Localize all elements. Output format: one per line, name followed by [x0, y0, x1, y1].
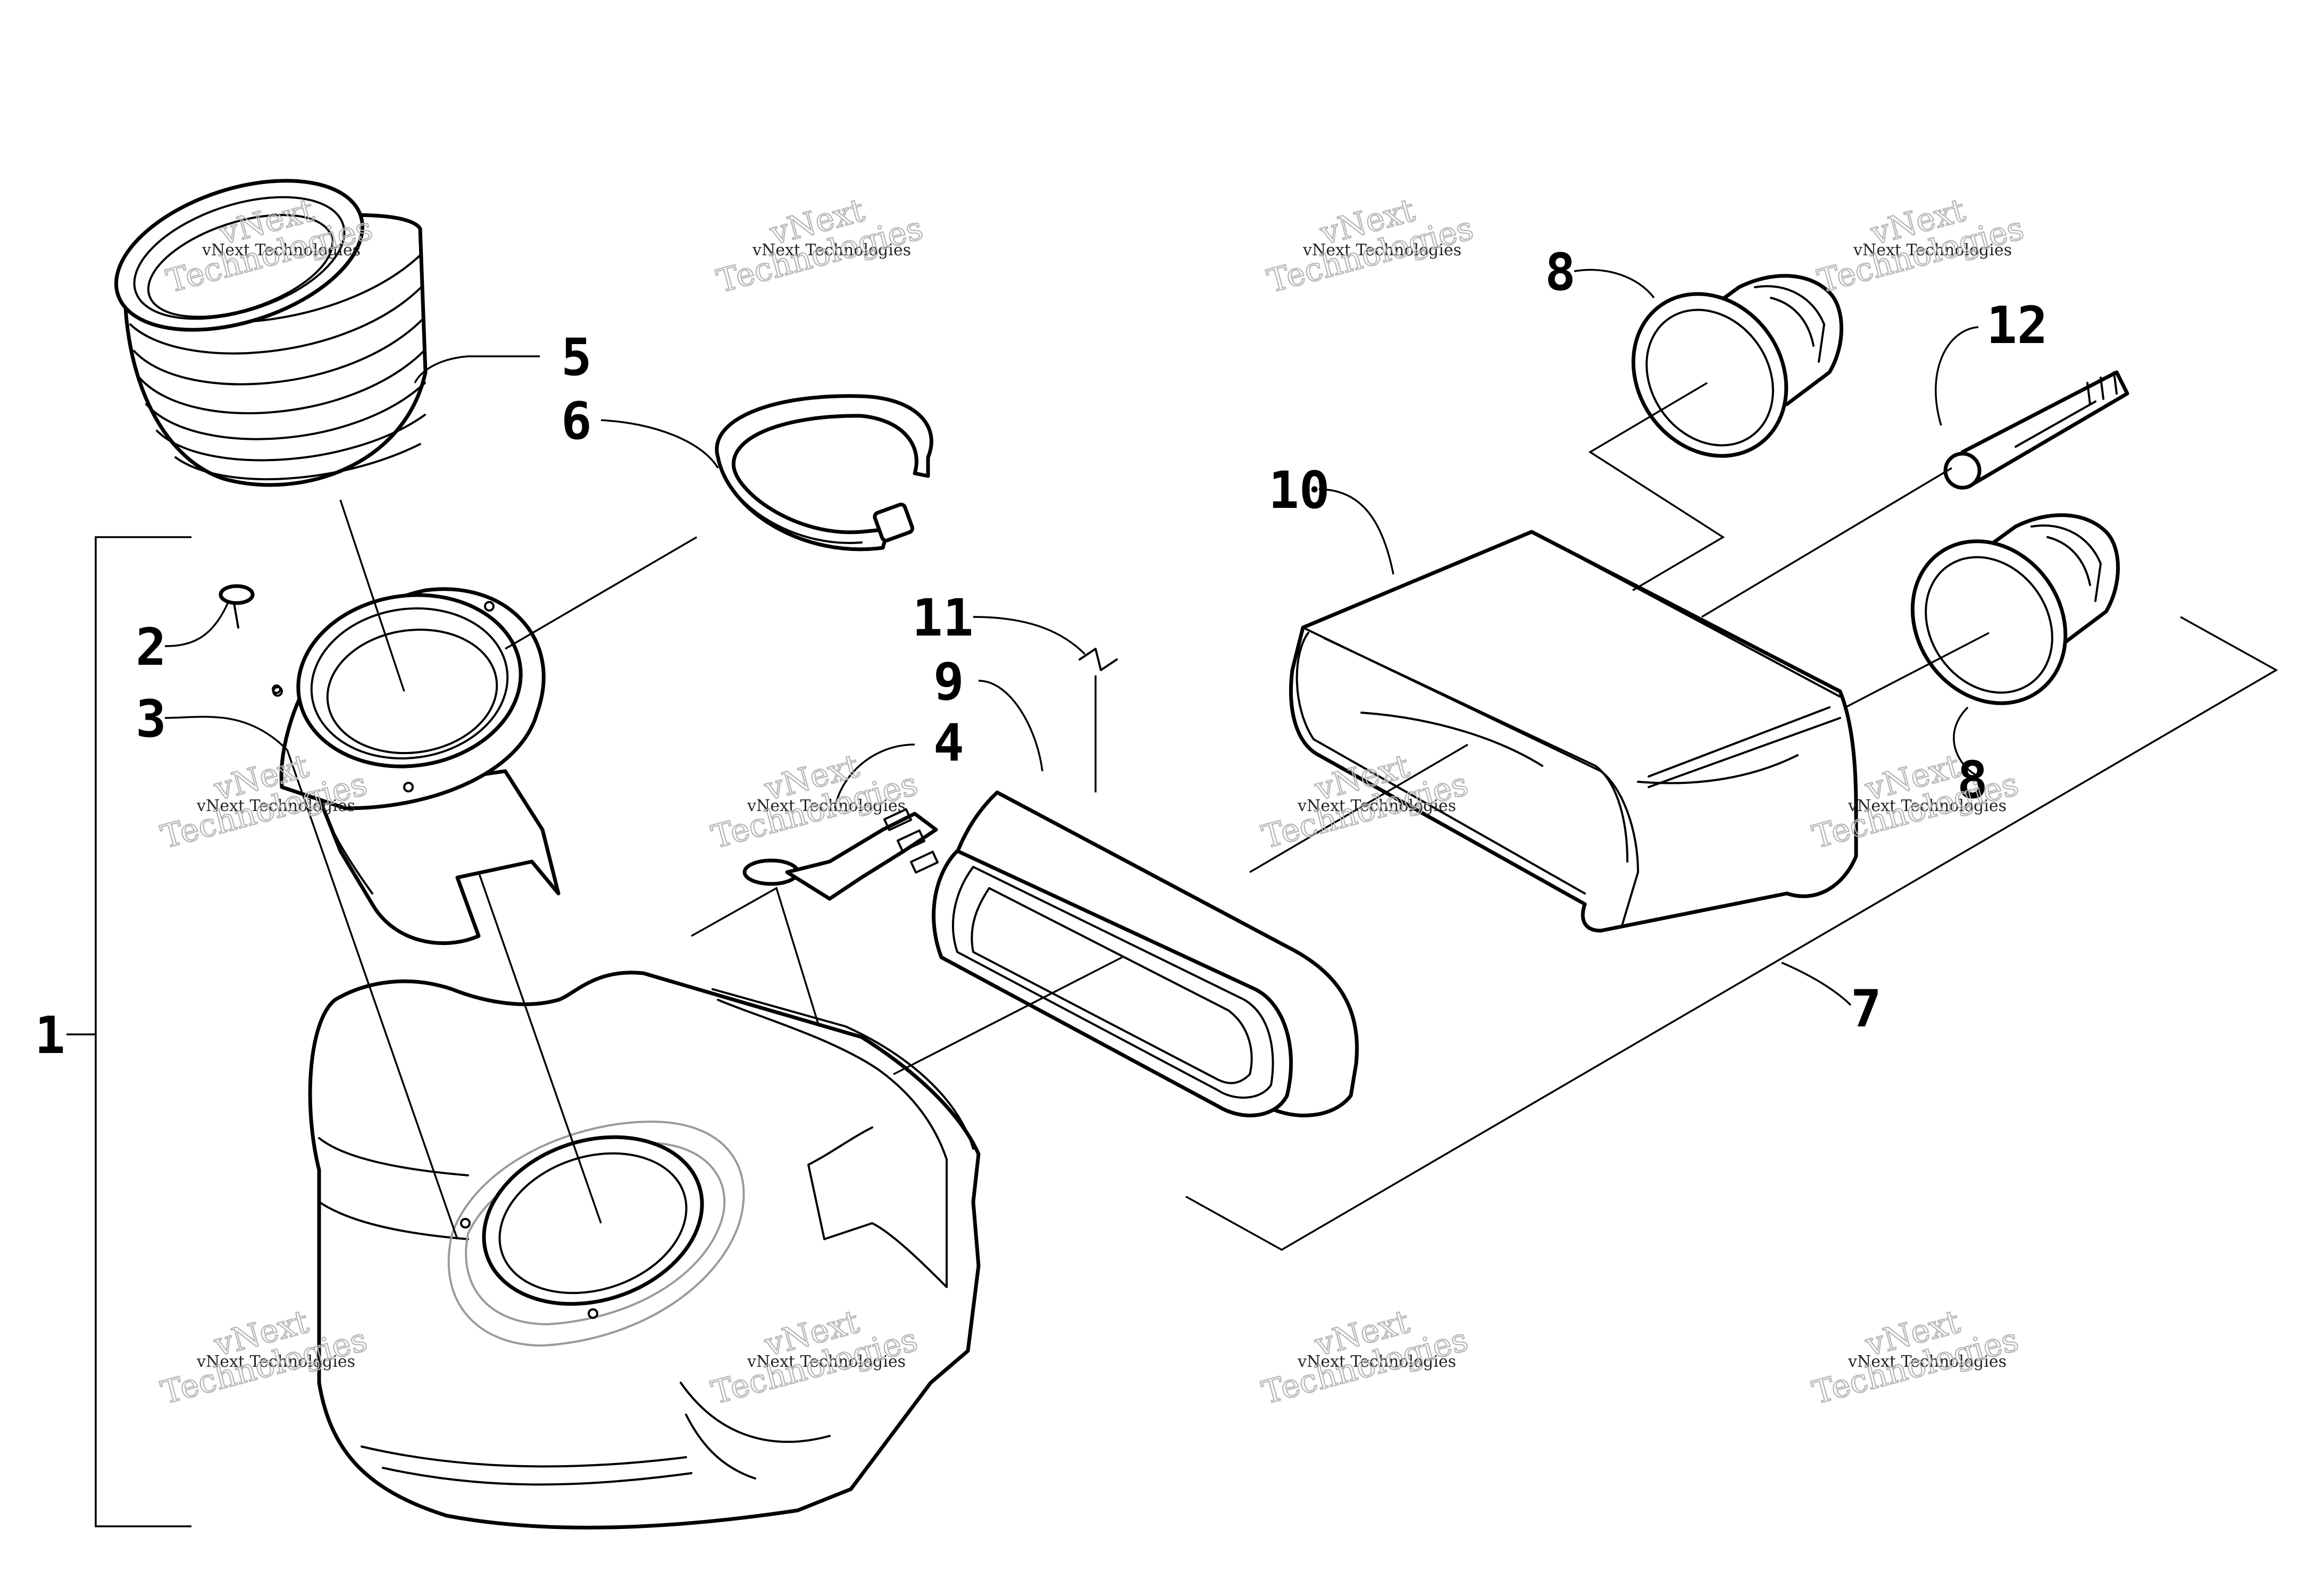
label-tag [1943, 370, 2129, 490]
callout-12: 12 [1986, 296, 2048, 355]
callout-4: 4 [933, 713, 964, 773]
callout-10: 10 [1268, 461, 1330, 520]
callout-labels: 1 2 3 4 5 6 7 8 8 9 10 11 12 [35, 243, 2048, 1065]
air-filter [932, 790, 1359, 1117]
svg-text:vNext Technologies: vNext Technologies [747, 1352, 906, 1371]
watermark: vNext Technologies vNext Technologies [1808, 1302, 2023, 1412]
watermark: vNext Technologies vNext Technologies [1814, 191, 2028, 300]
svg-text:vNext Technologies: vNext Technologies [202, 241, 361, 260]
svg-text:vNext Technologies: vNext Technologies [1297, 797, 1456, 815]
watermark: vNext Technologies vNext Technologies [1263, 191, 1478, 300]
hose-clip [742, 808, 939, 901]
callout-5: 5 [561, 328, 592, 387]
spring-clip [1079, 648, 1118, 671]
svg-text:vNext Technologies: vNext Technologies [1853, 241, 2012, 260]
svg-text:vNext Technologies: vNext Technologies [752, 241, 911, 260]
callout-6: 6 [561, 391, 592, 451]
band-clamp [715, 394, 933, 552]
callout-9: 9 [933, 652, 964, 712]
callout-7: 7 [1851, 979, 1882, 1039]
callout-3: 3 [136, 689, 166, 749]
svg-text:vNext Technologies: vNext Technologies [1848, 1352, 2007, 1371]
callout-1: 1 [35, 1006, 65, 1065]
duct-plug-upper [1631, 274, 1843, 458]
svg-text:vNext Technologies: vNext Technologies [1297, 1352, 1456, 1371]
svg-text:vNext Technologies: vNext Technologies [1302, 241, 1461, 260]
intake-duct [1289, 530, 1858, 933]
watermark: vNext Technologies vNext Technologies [1258, 1302, 1473, 1412]
callout-8-upper: 8 [1545, 243, 1576, 302]
push-rivet [219, 584, 281, 694]
leader-lines [66, 269, 2278, 1527]
callout-8-lower: 8 [1957, 750, 1988, 810]
svg-text:vNext Technologies: vNext Technologies [196, 1352, 355, 1371]
svg-text:vNext Technologies: vNext Technologies [196, 797, 355, 815]
callout-11: 11 [912, 588, 974, 648]
callout-2: 2 [136, 617, 166, 677]
airbox-housing [308, 971, 981, 1530]
adapter-housing [272, 587, 561, 945]
bellows-boot [114, 179, 428, 487]
duct-plug-lower [1910, 513, 2120, 705]
watermark: vNext Technologies vNext Technologies [713, 191, 927, 300]
svg-text:vNext Technologies: vNext Technologies [747, 797, 906, 815]
svg-text:vNext Technologies: vNext Technologies [1848, 797, 2007, 815]
